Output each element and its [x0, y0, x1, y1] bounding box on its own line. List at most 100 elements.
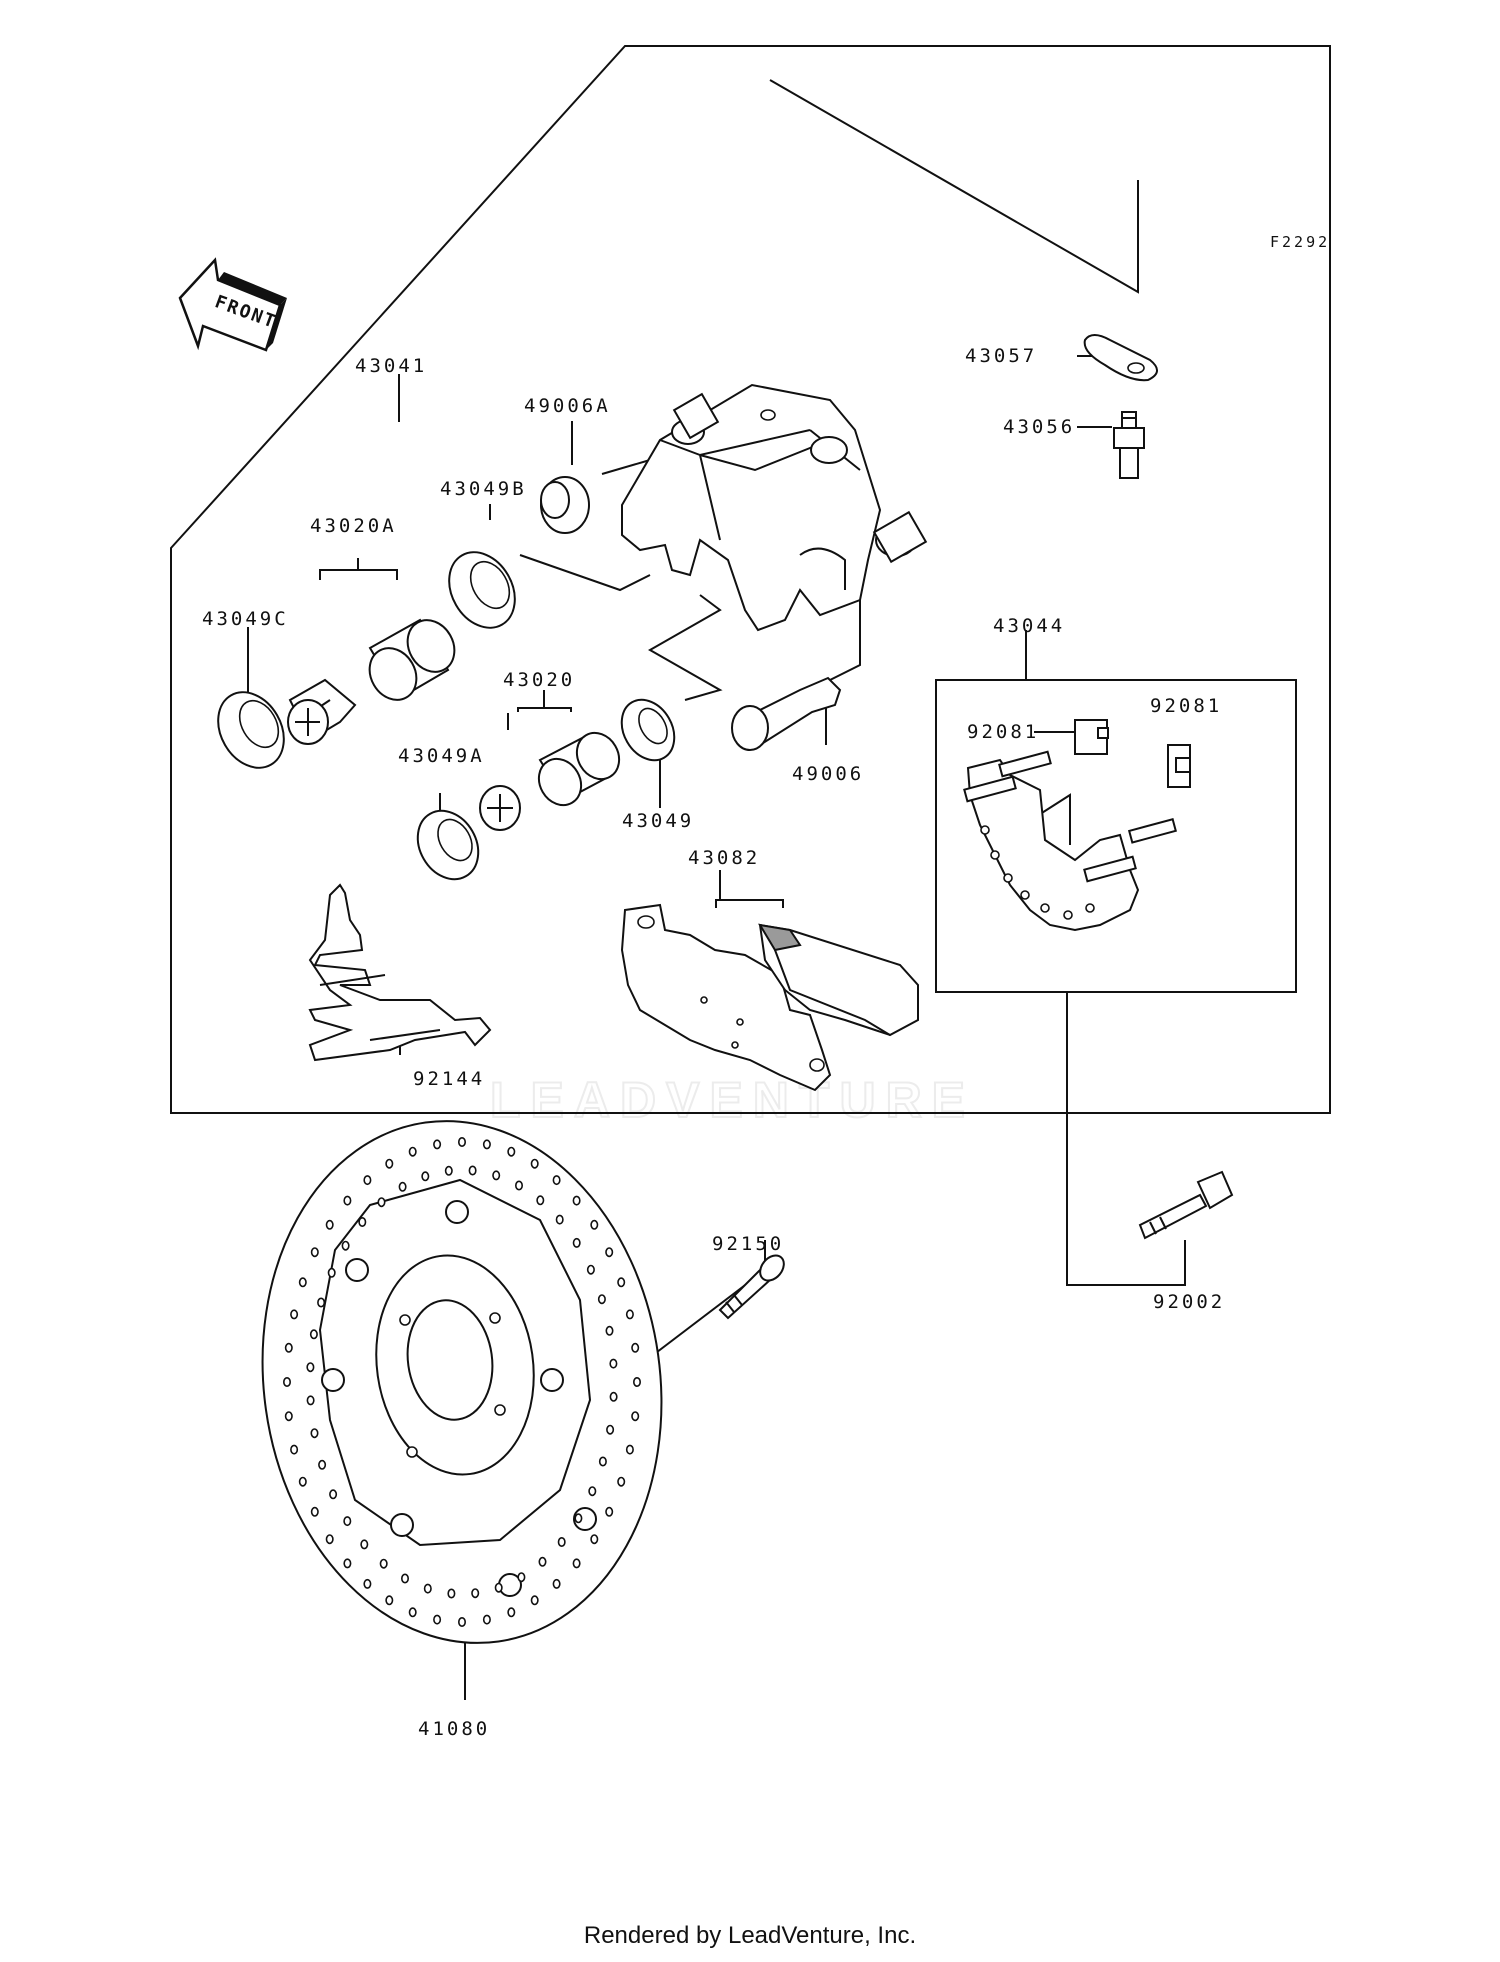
disc-drill-hole	[572, 1195, 581, 1206]
disc-drill-hole	[471, 1588, 480, 1599]
label-41080: 41080	[418, 1718, 490, 1740]
disc-drill-hole	[555, 1214, 564, 1225]
disc-drill-hole	[457, 1617, 466, 1628]
disc-drill-hole	[557, 1537, 566, 1548]
disc-drill-hole	[318, 1459, 327, 1470]
piston-seal-43049C	[217, 691, 285, 769]
piston-43020-small	[479, 785, 521, 831]
disc-drill-hole	[447, 1588, 456, 1599]
label-43044: 43044	[993, 615, 1065, 637]
label-92081-left: 92081	[967, 721, 1039, 743]
disc-drill-hole	[306, 1395, 315, 1406]
disc-drill-hole	[605, 1325, 614, 1336]
disc-drill-hole	[586, 1264, 595, 1275]
disc-drill-hole	[329, 1489, 338, 1500]
label-49006: 49006	[792, 763, 864, 785]
disc-drill-hole	[433, 1139, 442, 1150]
disc-drill-hole	[310, 1247, 319, 1258]
disc-drill-hole	[514, 1180, 523, 1191]
disc-drill-hole	[631, 1342, 640, 1353]
label-43056: 43056	[1003, 416, 1075, 438]
disc-drill-hole	[530, 1595, 539, 1606]
front-direction-arrow-icon: FRONT	[178, 257, 287, 352]
piston-43020A	[368, 618, 456, 701]
disc-drill-hole	[517, 1572, 526, 1583]
disc-drill-hole	[530, 1158, 539, 1169]
boot-92081a	[1074, 719, 1109, 755]
disc-drill-hole	[605, 1506, 614, 1517]
label-92081-right: 92081	[1150, 695, 1222, 717]
boot-92081b	[1167, 744, 1191, 788]
disc-drill-hole	[492, 1170, 501, 1181]
disc-drill-hole	[385, 1595, 394, 1606]
disc-drill-hole	[572, 1558, 581, 1569]
label-43020A: 43020A	[310, 515, 397, 537]
disc-drill-hole	[538, 1556, 547, 1567]
disc-drill-hole	[398, 1181, 407, 1192]
label-43082: 43082	[688, 847, 760, 869]
caliper-body	[621, 383, 928, 632]
disc-drill-hole	[317, 1297, 326, 1308]
disc-drill-hole	[598, 1456, 607, 1467]
piston-seal-43049B	[448, 551, 516, 629]
mounting-bolt-92002	[1138, 1170, 1234, 1240]
disc-drill-hole	[507, 1607, 516, 1618]
disc-drill-hole	[343, 1516, 352, 1527]
disc-drill-hole	[468, 1165, 477, 1176]
label-43049B: 43049B	[440, 478, 527, 500]
disc-drill-hole	[377, 1197, 386, 1208]
footer-credit: Rendered by LeadVenture, Inc.	[583, 1922, 917, 1949]
label-43020: 43020	[503, 669, 575, 691]
brake-disc-41080	[261, 1120, 663, 1644]
disc-drill-hole	[482, 1139, 491, 1150]
disc-drill-hole	[284, 1342, 293, 1353]
piston-43020	[537, 731, 621, 807]
disc-drill-hole	[572, 1237, 581, 1248]
disc-drill-hole	[327, 1267, 336, 1278]
label-92144: 92144	[413, 1068, 485, 1090]
disc-drill-hole	[282, 1377, 291, 1388]
disc-drill-hole	[597, 1294, 606, 1305]
disc-drill-hole	[363, 1175, 372, 1186]
piston-seal-43049	[620, 698, 676, 762]
disc-drill-hole	[325, 1219, 334, 1230]
label-43057: 43057	[965, 345, 1037, 367]
disc-drill-hole	[625, 1309, 634, 1320]
disc-drill-hole	[309, 1329, 318, 1340]
disc-drill-hole	[310, 1506, 319, 1517]
label-92150: 92150	[712, 1233, 784, 1255]
disc-drill-hole	[457, 1137, 466, 1148]
disc-drill-hole	[385, 1158, 394, 1169]
disc-bolt-92150	[718, 1254, 785, 1320]
disc-drill-hole	[433, 1614, 442, 1625]
disc-drill-hole	[408, 1146, 417, 1157]
leader-lines	[247, 79, 1186, 1700]
brake-pads-43082	[620, 903, 919, 1092]
piston-seal-43049A	[416, 809, 480, 881]
disc-drill-hole	[290, 1309, 299, 1320]
disc-drill-hole	[590, 1534, 599, 1545]
disc-drill-hole	[423, 1583, 432, 1594]
disc-drill-hole	[298, 1277, 307, 1288]
disc-drill-hole	[609, 1358, 618, 1369]
label-43049: 43049	[622, 810, 694, 832]
disc-drill-hole	[617, 1277, 626, 1288]
disc-drill-hole	[590, 1219, 599, 1230]
disc-drill-hole	[284, 1411, 293, 1422]
disc-drill-hole	[408, 1607, 417, 1618]
disc-drill-hole	[306, 1362, 315, 1373]
disc-drill-hole	[379, 1558, 388, 1569]
disc-drill-hole	[617, 1476, 626, 1487]
disc-drill-hole	[343, 1195, 352, 1206]
disc-drill-hole	[290, 1444, 299, 1455]
disc-drill-hole	[536, 1195, 545, 1206]
caliper-assembly-outline	[170, 45, 1331, 1114]
disc-drill-hole	[358, 1217, 367, 1228]
disc-drill-hole	[609, 1391, 618, 1402]
disc-drill-hole	[325, 1534, 334, 1545]
diagram-ref-code: F2292	[1270, 233, 1330, 251]
label-92002: 92002	[1153, 1291, 1225, 1313]
disc-drill-hole	[444, 1165, 453, 1176]
boot-49006A	[540, 476, 590, 534]
